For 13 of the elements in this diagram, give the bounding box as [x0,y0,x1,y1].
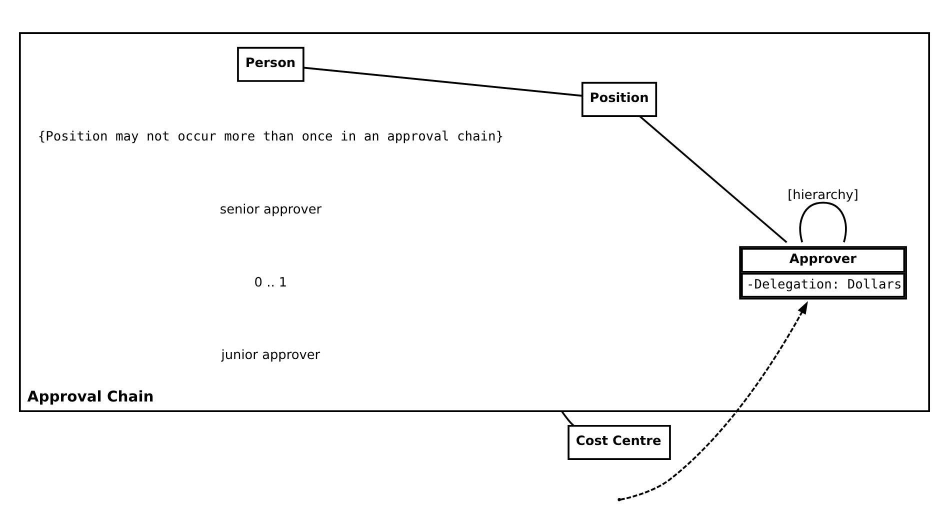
connector [638,115,788,244]
edge-label: [hierarchy] [788,188,858,204]
connector [304,66,582,97]
node-box: Position [581,82,658,117]
arrow [620,301,808,501]
label: junior approver [221,348,320,364]
connector [799,202,847,242]
node-box: Cost Centre [568,424,671,460]
label: senior approver [220,202,322,218]
label: 0 .. 1 [254,275,288,290]
connector [560,410,574,426]
node-box: Person [237,46,304,82]
label: {Position may not occur more than once in an approval chain} [38,130,504,145]
